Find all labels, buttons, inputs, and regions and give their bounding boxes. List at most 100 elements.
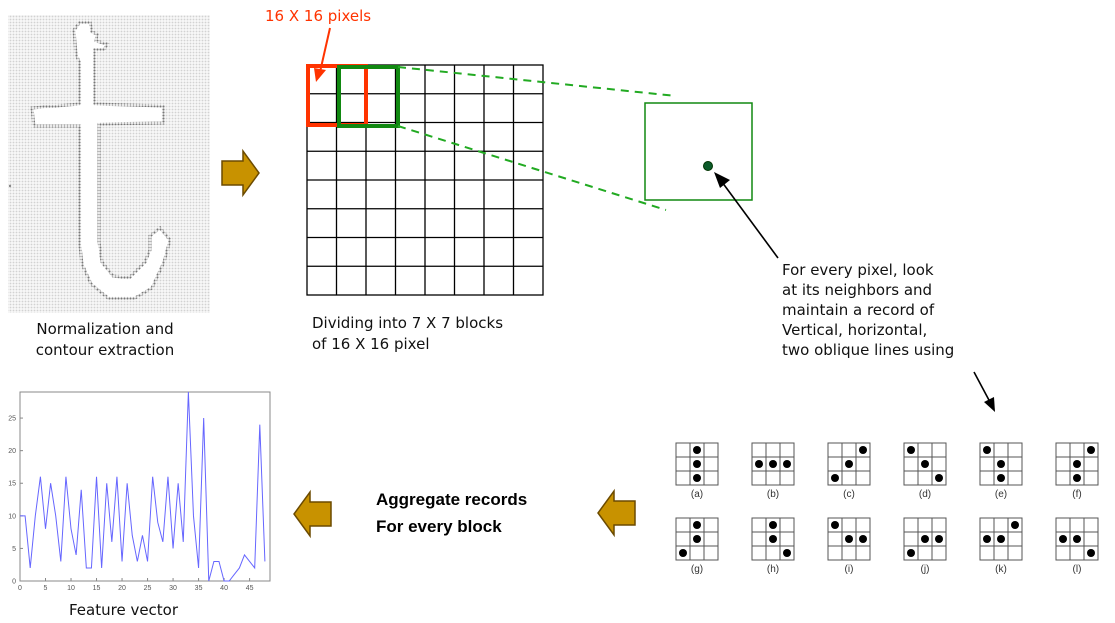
- pattern-dot: [755, 460, 763, 468]
- y-tick-label: 10: [8, 513, 16, 520]
- pattern-label: (k): [995, 564, 1007, 575]
- dividing-caption: Dividing into 7 X 7 blocks of 16 X 16 pi…: [312, 313, 503, 355]
- x-tick-label: 30: [169, 585, 177, 592]
- direction-patterns: (a)(b)(c)(d)(e)(f)(g)(h)(i)(j)(k)(l): [675, 442, 1099, 575]
- pattern-dot: [831, 521, 839, 529]
- pattern-dot: [997, 535, 1005, 543]
- pattern-dot: [859, 446, 867, 454]
- pattern-dot: [983, 446, 991, 454]
- neighbors-caption: For every pixel, look at its neighbors a…: [782, 260, 954, 360]
- normalization-caption: Normalization and contour extraction: [19, 319, 191, 361]
- pattern-dot: [859, 535, 867, 543]
- caption-line: contour extraction: [35, 341, 175, 359]
- pattern-label: (h): [767, 564, 779, 575]
- pattern-dot: [935, 474, 943, 482]
- pattern-dot: [693, 521, 701, 529]
- pattern-dot: [1073, 474, 1081, 482]
- center-pixel-dot: [703, 161, 713, 171]
- pattern-7: (g): [675, 517, 719, 575]
- x-tick-label: 0: [18, 585, 22, 592]
- gold-arrow-right-icon: [221, 148, 260, 198]
- y-tick-label: 25: [8, 416, 16, 423]
- caption-line: of 16 X 16 pixel: [312, 335, 430, 353]
- caption-line: Dividing into 7 X 7 blocks: [312, 314, 504, 332]
- caption-line: maintain a record of: [782, 301, 935, 319]
- pattern-dot: [983, 535, 991, 543]
- x-tick-label: 20: [118, 585, 126, 592]
- caption-line: Normalization and: [36, 320, 174, 338]
- block-grid: [306, 64, 544, 296]
- pattern-dot: [769, 535, 777, 543]
- pattern-dot: [1087, 446, 1095, 454]
- pattern-dot: [769, 521, 777, 529]
- pattern-4: (d): [903, 442, 947, 500]
- pattern-dot: [921, 535, 929, 543]
- pattern-label: (c): [843, 489, 855, 500]
- pattern-dot: [783, 549, 791, 557]
- pattern-dot: [921, 460, 929, 468]
- pattern-dot: [1073, 535, 1081, 543]
- pattern-dot: [1011, 521, 1019, 529]
- x-tick-label: 25: [144, 585, 152, 592]
- character-image: [8, 15, 210, 313]
- pattern-2: (b): [751, 442, 795, 500]
- pattern-dot: [1073, 460, 1081, 468]
- x-tick-label: 45: [246, 585, 254, 592]
- caption-line: Aggregate records: [376, 490, 528, 509]
- pattern-dot: [769, 460, 777, 468]
- aggregate-caption: Aggregate records For every block: [376, 486, 527, 540]
- caption-line: For every pixel, look: [782, 261, 934, 279]
- caption-line: For every block: [376, 517, 502, 536]
- pattern-label: (a): [691, 489, 703, 500]
- zoom-line-bottom: [397, 125, 667, 211]
- x-tick-label: 40: [220, 585, 228, 592]
- x-tick-label: 35: [195, 585, 203, 592]
- y-tick-label: 5: [12, 546, 16, 553]
- pattern-dot: [783, 460, 791, 468]
- glyph-contour: [30, 20, 172, 300]
- pattern-9: (i): [827, 517, 871, 575]
- red-pointer-arrow: [314, 27, 331, 82]
- caption-line: Vertical, horizontal,: [782, 321, 928, 339]
- pattern-dot: [907, 446, 915, 454]
- pattern-dot: [997, 474, 1005, 482]
- pattern-1: (a): [675, 442, 719, 500]
- pattern-dot: [831, 474, 839, 482]
- zoomed-block: [644, 102, 753, 201]
- pattern-label: (b): [767, 489, 779, 500]
- y-tick-label: 20: [8, 448, 16, 455]
- pattern-dot: [845, 460, 853, 468]
- pattern-8: (h): [751, 517, 795, 575]
- stray-pixel: [8, 184, 12, 188]
- y-tick-label: 0: [12, 579, 16, 586]
- gold-arrow-left-1-icon: [597, 488, 636, 538]
- pattern-6: (f): [1055, 442, 1099, 500]
- pattern-label: (f): [1072, 489, 1081, 500]
- green-window-box: [337, 65, 400, 128]
- pattern-dot: [1087, 549, 1095, 557]
- plot-frame: [19, 391, 271, 582]
- pattern-label: (d): [919, 489, 931, 500]
- feature-vector-caption: Feature vector: [69, 601, 179, 619]
- caption-line: two oblique lines using: [782, 341, 955, 359]
- pattern-dot: [693, 535, 701, 543]
- pattern-dot: [935, 535, 943, 543]
- pattern-dot: [679, 549, 687, 557]
- pattern-10: (j): [903, 517, 947, 575]
- pattern-3: (c): [827, 442, 871, 500]
- pattern-label: (g): [691, 564, 703, 575]
- pattern-11: (k): [979, 517, 1023, 575]
- pattern-label: (j): [921, 564, 930, 575]
- zoom-line-top: [397, 66, 677, 97]
- down-arrow: [973, 371, 995, 412]
- black-pointer-arrow: [714, 172, 779, 259]
- pattern-dot: [845, 535, 853, 543]
- y-tick-label: 15: [8, 481, 16, 488]
- pattern-label: (i): [845, 564, 854, 575]
- pattern-dot: [693, 460, 701, 468]
- pattern-dot: [1059, 535, 1067, 543]
- pattern-dot: [693, 446, 701, 454]
- x-tick-label: 5: [44, 585, 48, 592]
